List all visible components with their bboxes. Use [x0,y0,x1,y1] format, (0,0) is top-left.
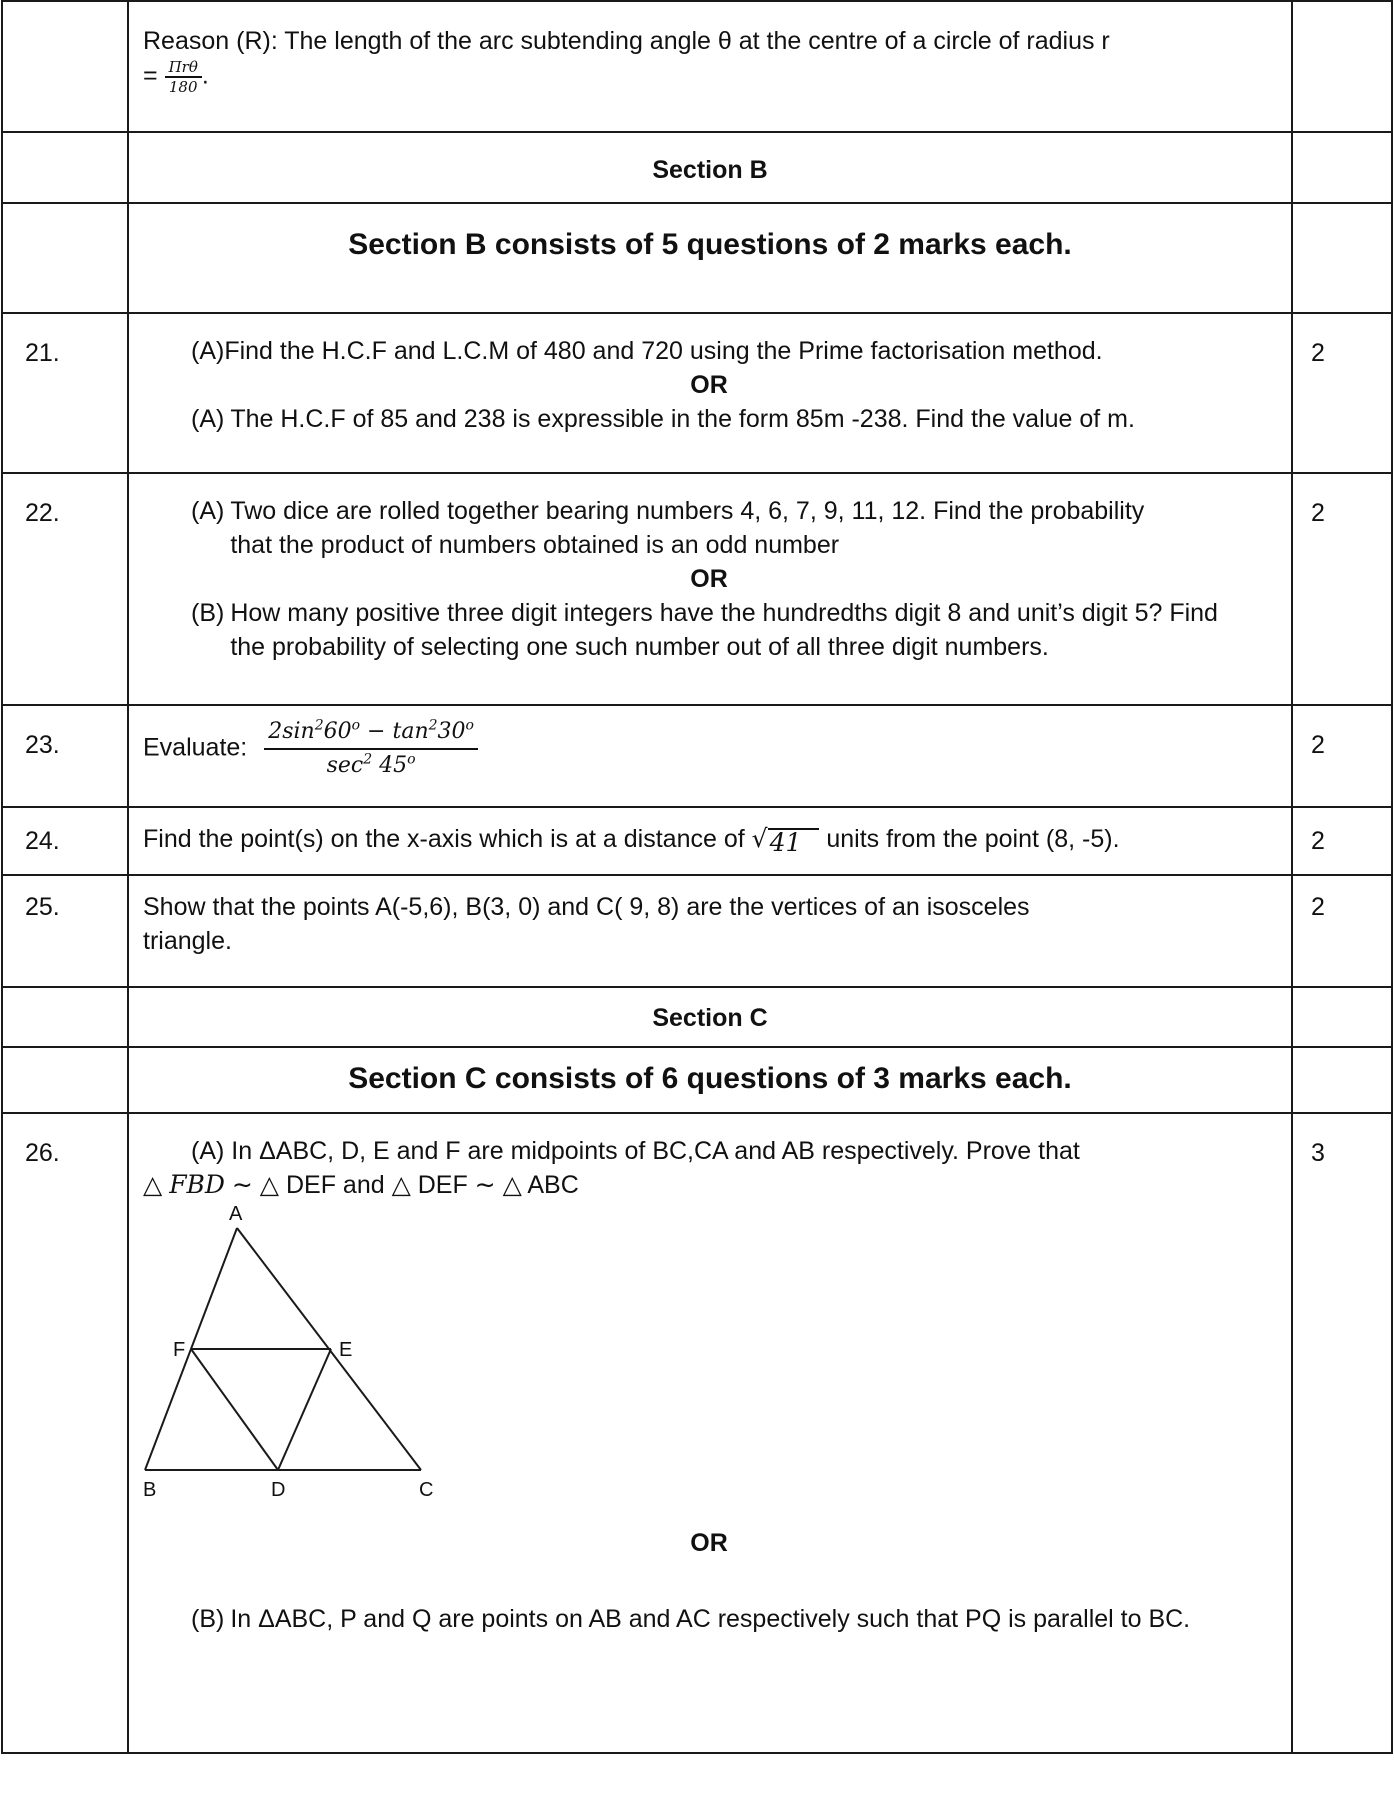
label-d: D [271,1479,285,1501]
section-b-subtitle: Section B consists of 5 questions of 2 m… [127,202,1293,314]
q22-option-a: (A) Two dice are rolled together bearing… [191,497,1145,559]
mark-cell-empty [1291,0,1393,133]
triangle-figure: A F E B D C [143,1206,433,1501]
num-cell-empty [1,986,129,1048]
label-a: A [229,1206,243,1225]
section-c-title: Section C [127,986,1293,1048]
segment-ed [277,1348,332,1471]
question-table: Reason (R): The length of the arc subten… [1,0,1393,1754]
q24-number: 24. [1,806,129,876]
q26-number: 26. [1,1112,129,1754]
q25-marks: 2 [1291,874,1393,988]
section-b-title: Section B [127,131,1293,204]
row-q25: 25. Show that the points A(-5,6), B(3, 0… [1,874,1393,988]
q22-or: OR [690,565,728,593]
label-f: F [173,1339,185,1361]
q26-body: (A) In ΔABC, D, E and F are midpoints of… [127,1112,1293,1754]
label-b: B [143,1479,156,1501]
row-section-c-title: Section C [1,986,1393,1048]
row-section-c-subtitle: Section C consists of 6 questions of 3 m… [1,1046,1393,1114]
reason-cell: Reason (R): The length of the arc subten… [127,0,1293,133]
q22-option-b: (B) How many positive three digit intege… [191,599,1218,661]
mark-cell-empty [1291,131,1393,204]
segment-fd [190,1348,279,1471]
q26-option-a-line2: △ FBD ∼ △ DEF and △ DEF ∼ △ ABC [143,1170,579,1199]
q21-or: OR [690,371,728,399]
q26-marks: 3 [1291,1112,1393,1754]
label-c: C [419,1479,433,1501]
q21-marks: 2 [1291,312,1393,474]
row-q24: 24. Find the point(s) on the x-axis whic… [1,806,1393,876]
row-q21: 21. (A) Find the H.C.F and L.C.M of 480 … [1,312,1393,474]
q22-body: (A) Two dice are rolled together bearing… [127,472,1293,706]
mark-cell-empty [1291,1046,1393,1114]
q21-number: 21. [1,312,129,474]
q21-option-b: (A) The H.C.F of 85 and 238 is expressib… [191,405,1135,433]
mark-cell-empty [1291,202,1393,314]
q26-option-a-line1: (A) In ΔABC, D, E and F are midpoints of… [191,1137,1080,1165]
num-cell-empty [1,0,129,133]
q23-prefix: Evaluate: [143,733,248,762]
reason-formula: = Πrθ 180 . [143,58,209,96]
sqrt-41: √41 [752,822,820,856]
q25-body: Show that the points A(-5,6), B(3, 0) an… [127,874,1293,988]
num-cell-empty [1,1046,129,1114]
q26-or: OR [690,1529,728,1557]
section-c-subtitle: Section C consists of 6 questions of 3 m… [127,1046,1293,1114]
q22-number: 22. [1,472,129,706]
arc-length-fraction: Πrθ 180 [164,58,202,96]
q21-body: (A) Find the H.C.F and L.C.M of 480 and … [127,312,1293,474]
row-section-b-title: Section B [1,131,1393,204]
row-q26: 26. (A) In ΔABC, D, E and F are midpoint… [1,1112,1393,1754]
q23-body: Evaluate: 2sin260o − tan230o sec2 45o [127,704,1293,808]
q24-marks: 2 [1291,806,1393,876]
reason-text: Reason (R): The length of the arc subten… [143,27,1110,55]
label-e: E [339,1339,352,1361]
num-cell-empty [1,131,129,204]
row-q23: 23. Evaluate: 2sin260o − tan230o sec2 45… [1,704,1393,808]
mark-cell-empty [1291,986,1393,1048]
q23-marks: 2 [1291,704,1393,808]
num-cell-empty [1,202,129,314]
q21-option-a: (A) Find the H.C.F and L.C.M of 480 and … [191,337,1103,365]
q23-number: 23. [1,704,129,808]
q22-marks: 2 [1291,472,1393,706]
row-q22: 22. (A) Two dice are rolled together bea… [1,472,1393,706]
q25-number: 25. [1,874,129,988]
q23-expression: 2sin260o − tan230o sec2 45o [264,716,478,782]
q24-body: Find the point(s) on the x-axis which is… [127,806,1293,876]
row-section-b-subtitle: Section B consists of 5 questions of 2 m… [1,202,1393,314]
row-reason: Reason (R): The length of the arc subten… [1,0,1393,133]
q26-option-b: (B) In ΔABC, P and Q are points on AB an… [191,1605,1191,1633]
